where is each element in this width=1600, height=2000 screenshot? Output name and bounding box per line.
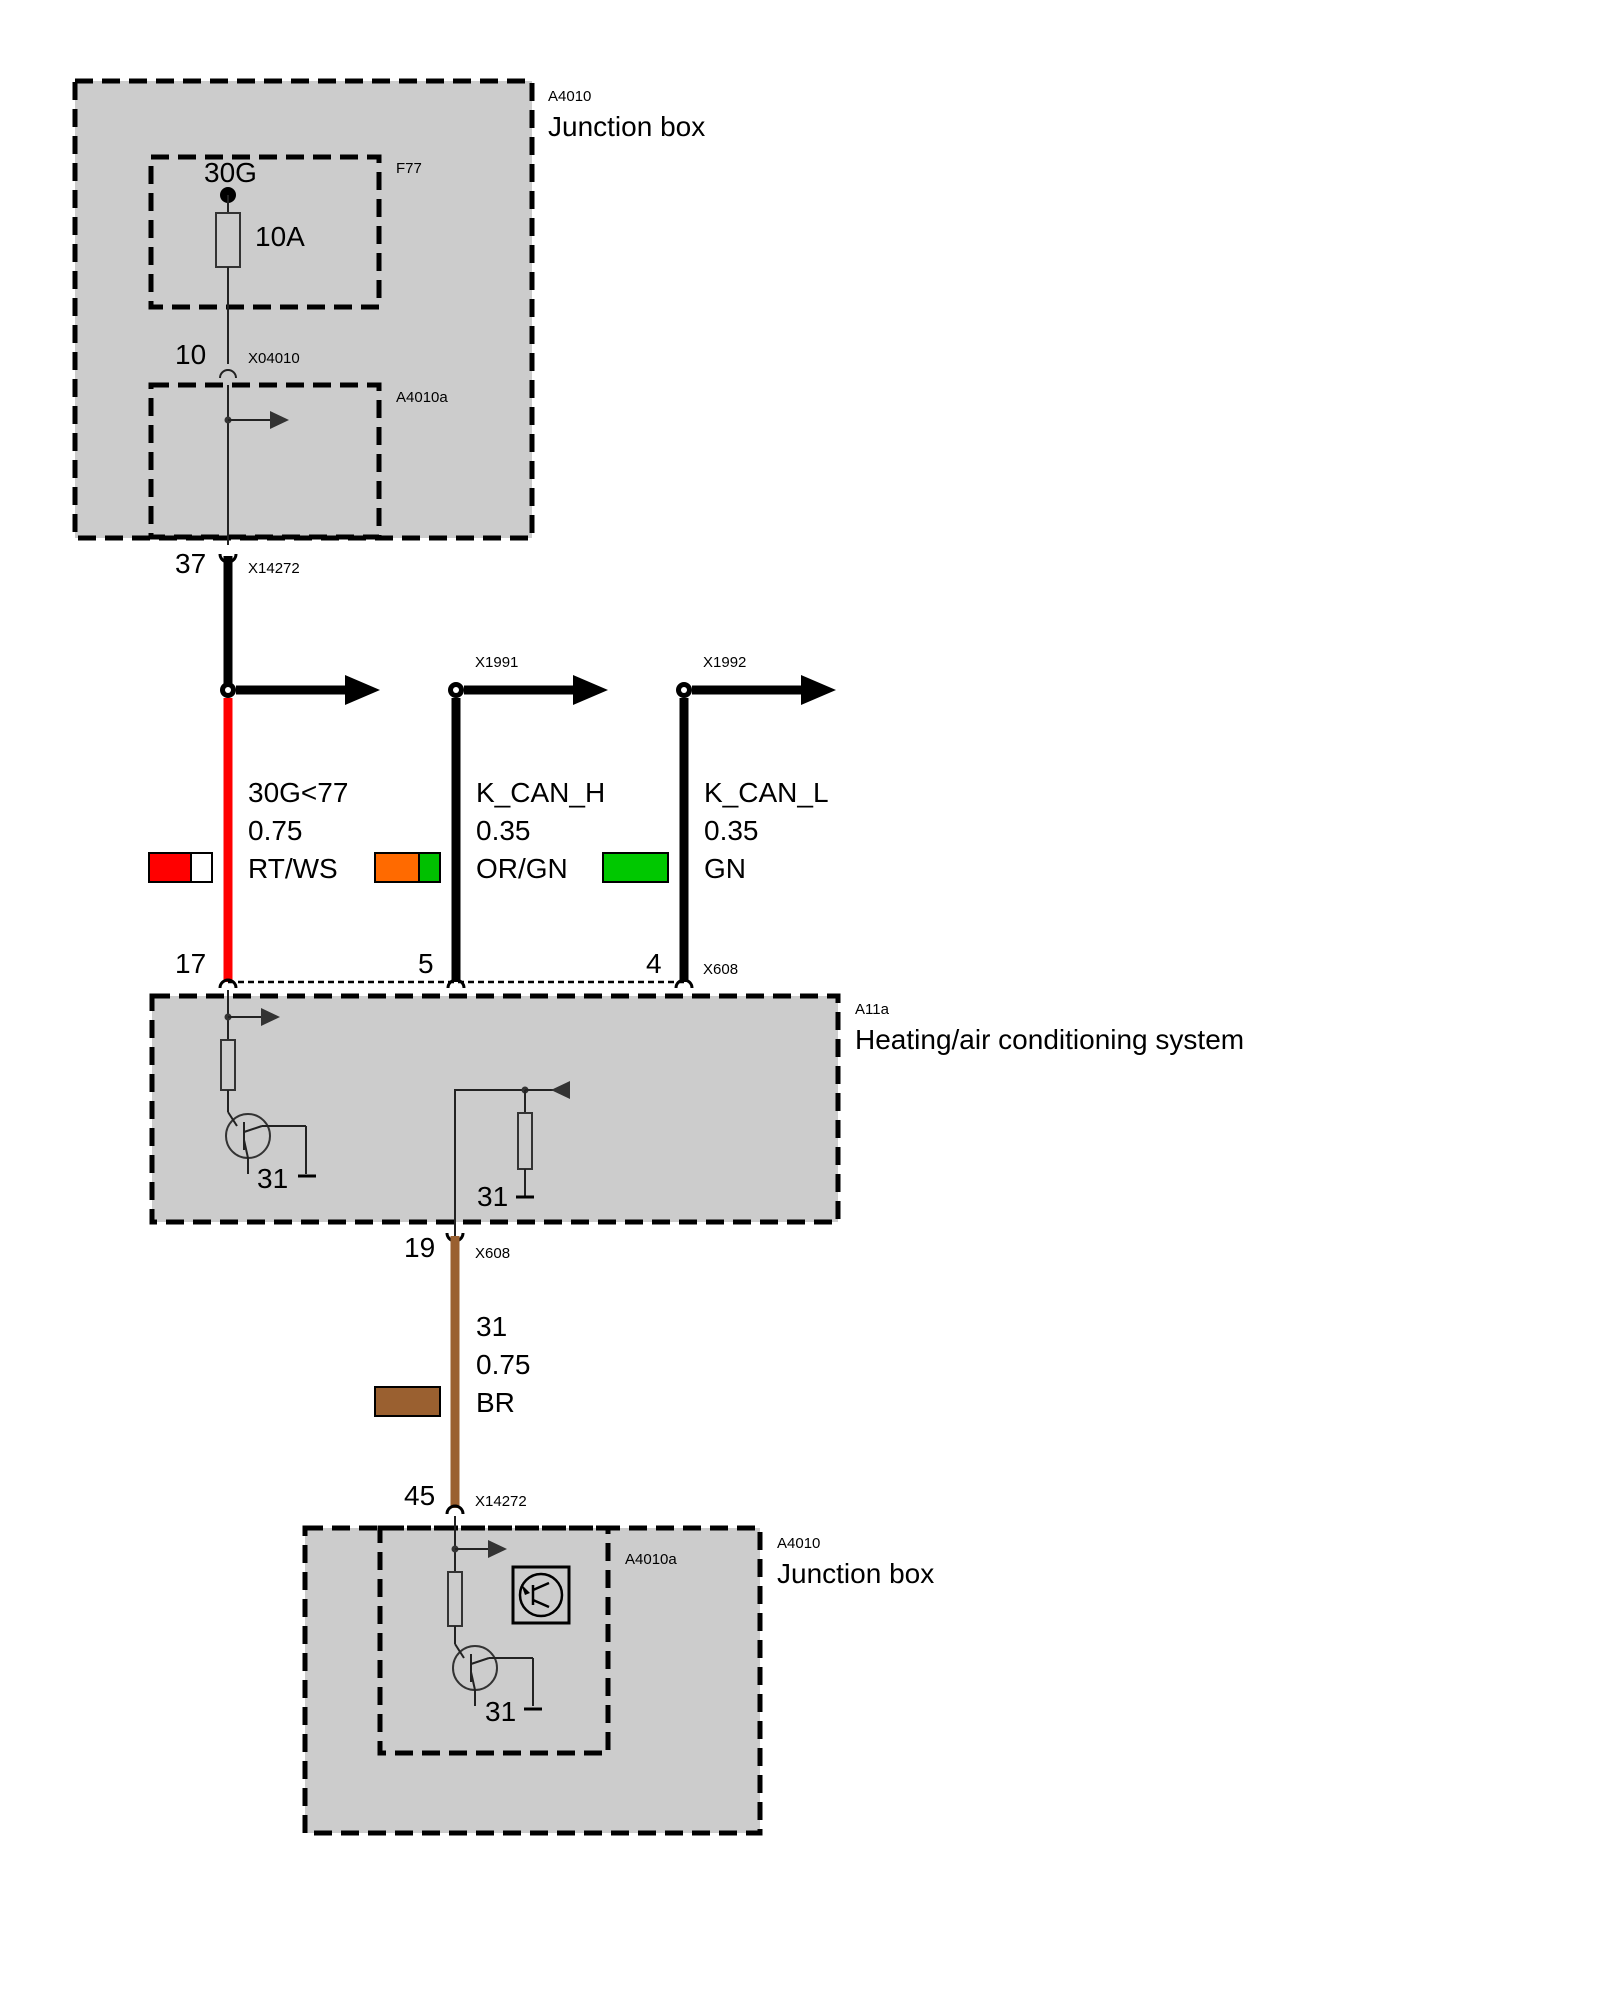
subbox-a4010a-top-code: A4010a: [396, 389, 448, 406]
wire-30g77-color: RT/WS: [248, 853, 338, 884]
jb-bottom-arrow-icon: [488, 1540, 507, 1558]
x1991-arrow-icon: [573, 675, 608, 705]
junction-box-top: [72, 78, 535, 541]
pin-x608-5: 5: [418, 948, 434, 979]
connector-x14272-top: X14272: [248, 560, 300, 577]
wire-30g77-gauge: 0.75: [248, 815, 303, 846]
pin-x608-4: 4: [646, 948, 662, 979]
wire-kcanh-gauge: 0.35: [476, 815, 531, 846]
connector-x608-bottom: X608: [475, 1245, 510, 1262]
pin-x04010: 10: [175, 339, 206, 370]
wire-31-color: BR: [476, 1387, 515, 1418]
connector-x04010: X04010: [248, 350, 300, 367]
connector-x04010-symbol: [219, 369, 237, 379]
fuse-box-f77: [148, 154, 382, 310]
fuse-rating: 10A: [255, 221, 305, 252]
transistor-icon: [225, 1111, 307, 1174]
wire-kcanh-swatch: [374, 852, 441, 883]
continuation-arrow-icon: [345, 675, 380, 705]
junction-box-bottom-name: Junction box: [777, 1558, 934, 1589]
hvac-name: Heating/air conditioning system: [855, 1024, 1244, 1055]
hvac-arrow-icon: [261, 1008, 280, 1026]
jb-bottom-ground: 31: [485, 1696, 516, 1727]
pin-x608-19: 19: [404, 1232, 435, 1263]
pin-x14272-bottom: 45: [404, 1480, 435, 1511]
wire-kcanl-signal: K_CAN_L: [704, 777, 829, 808]
subbox-a4010a-top: [148, 382, 382, 540]
hvac-input-arrow-icon: [551, 1081, 570, 1099]
hvac-code: A11a: [855, 1001, 890, 1018]
wire-kcanh-signal: K_CAN_H: [476, 777, 605, 808]
junction-box-top-name: Junction box: [548, 111, 705, 142]
x1992-arrow-icon: [801, 675, 836, 705]
subbox-a4010a-bottom: [377, 1525, 611, 1756]
wire-30g77-swatch: [148, 852, 213, 883]
connector-x14272-bottom: X14272: [475, 1493, 527, 1510]
hvac-module: [149, 993, 841, 1225]
wire-kcanl-swatch: [602, 852, 669, 883]
subbox-a4010a-bottom-code: A4010a: [625, 1551, 677, 1568]
fuse-terminal-label: 30G: [204, 157, 257, 188]
connector-x608-top: X608: [703, 961, 738, 978]
fuse-box-code: F77: [396, 160, 422, 177]
wire-kcanh-color: OR/GN: [476, 853, 568, 884]
wire-kcanl-color: GN: [704, 853, 746, 884]
connector-x1991: X1991: [475, 654, 518, 671]
internal-arrow-icon: [270, 411, 289, 429]
sensor-icon: [511, 1565, 571, 1625]
wire-31-swatch: [374, 1386, 441, 1417]
pin-x14272-top: 37: [175, 548, 206, 579]
wire-31-gauge: 0.75: [476, 1349, 531, 1380]
wire-31-signal: 31: [476, 1311, 507, 1342]
junction-box-bottom-code: A4010: [777, 1535, 820, 1552]
hvac-ground-left: 31: [257, 1163, 288, 1194]
pin-x608-17: 17: [175, 948, 206, 979]
junction-box-top-code: A4010: [548, 88, 591, 105]
hvac-ground-right: 31: [477, 1181, 508, 1212]
wire-kcanl-gauge: 0.35: [704, 815, 759, 846]
jb-bottom-transistor-icon: [452, 1643, 534, 1706]
connector-x1992: X1992: [703, 654, 746, 671]
wire-30g77-signal: 30G<77: [248, 777, 348, 808]
